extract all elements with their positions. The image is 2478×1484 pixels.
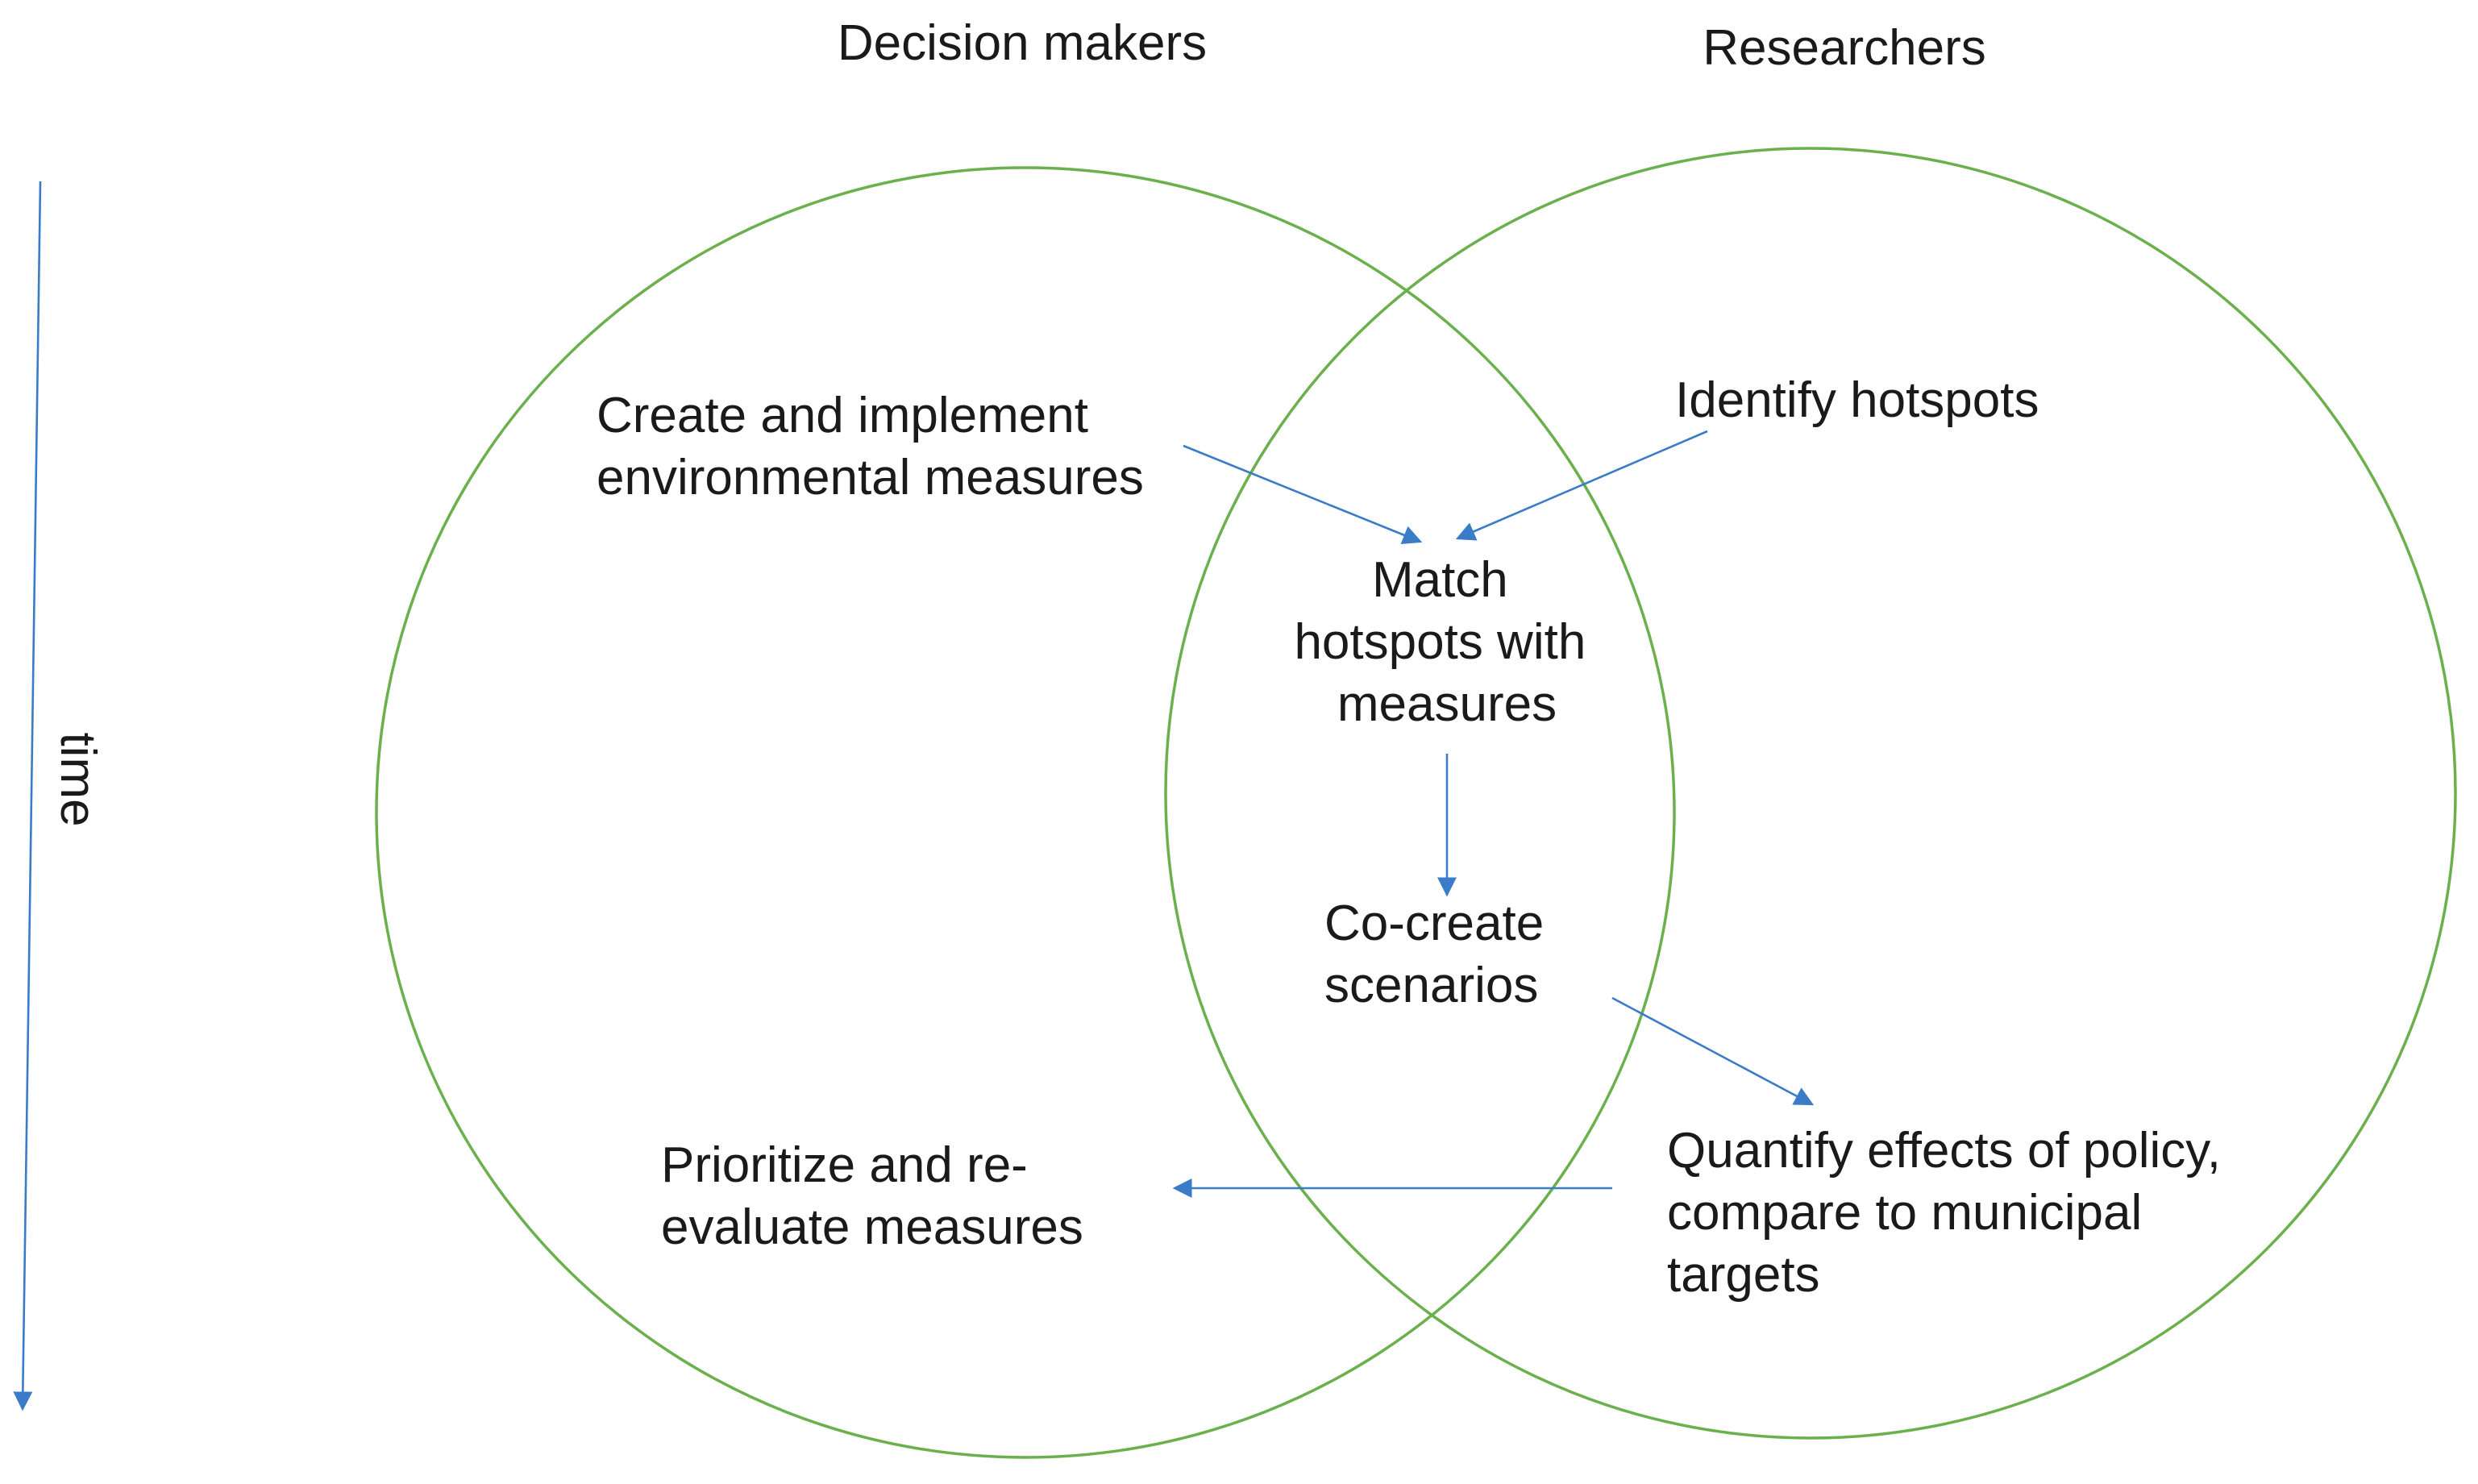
researchers-circle xyxy=(1164,147,2457,1440)
arrow-identify-to-match xyxy=(1455,430,1708,541)
step-identify-hotspots: Identify hotspots xyxy=(1675,372,2039,428)
step-prioritize-measures: Prioritize and re- evaluate measures xyxy=(661,1137,1083,1255)
step-co-create-scenarios: Co-create scenarios xyxy=(1324,896,1557,1013)
time-axis-arrow xyxy=(13,181,42,1411)
arrow-create-to-match xyxy=(1183,444,1423,545)
decision-makers-heading: Decision makers xyxy=(838,15,1207,71)
step-create-measures: Create and implement environmental measu… xyxy=(597,388,1144,505)
step-match-hotspots: Match hotspots with measures xyxy=(1294,552,1599,732)
step-quantify-effects: Quantify effects of policy, compare to m… xyxy=(1667,1123,2235,1303)
arrow-cocreate-to-quantify xyxy=(1611,996,1815,1106)
decision-makers-circle xyxy=(375,166,1676,1459)
researchers-heading: Researchers xyxy=(1703,20,1985,76)
time-axis-label: time xyxy=(50,732,106,826)
